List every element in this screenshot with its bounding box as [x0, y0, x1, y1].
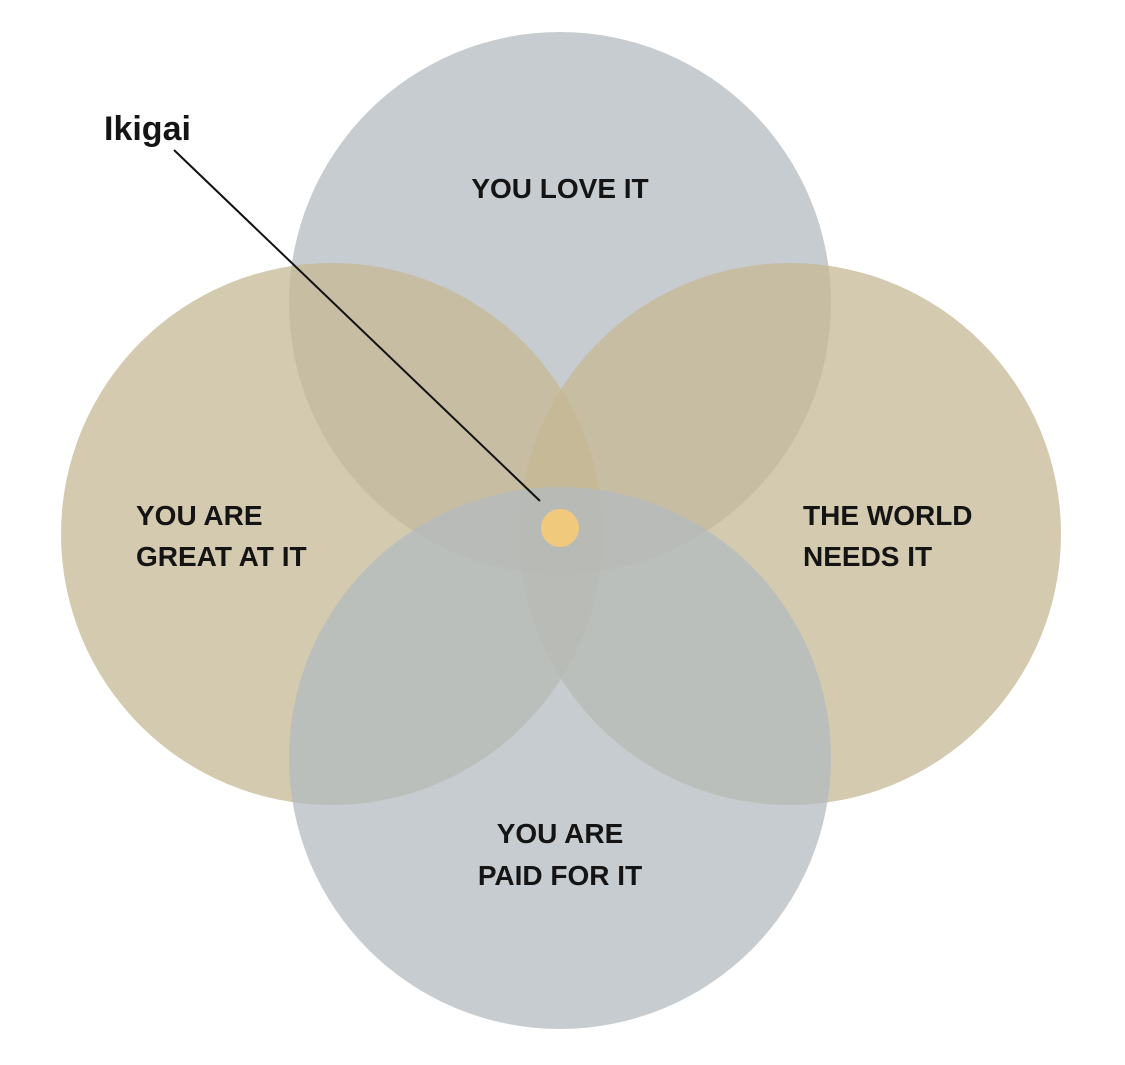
ikigai-center-dot [541, 509, 579, 547]
ikigai-label: Ikigai [104, 110, 191, 148]
ikigai-callout-line [173, 149, 541, 502]
label-the-world-needs-it-line1: THE WORLD [803, 500, 973, 531]
venn-circles-group [61, 32, 1061, 1029]
label-the-world-needs-it-line2: NEEDS IT [803, 541, 932, 572]
label-you-are-paid-for-it-line2: PAID FOR IT [478, 860, 642, 891]
label-you-are-great-at-it-line1: YOU ARE [136, 500, 263, 531]
label-you-are-paid-for-it-line1: YOU ARE [497, 818, 624, 849]
circle-you-are-paid-for-it [289, 487, 831, 1029]
label-you-love-it: YOU LOVE IT [471, 173, 648, 204]
label-you-are-great-at-it-line2: GREAT AT IT [136, 541, 307, 572]
